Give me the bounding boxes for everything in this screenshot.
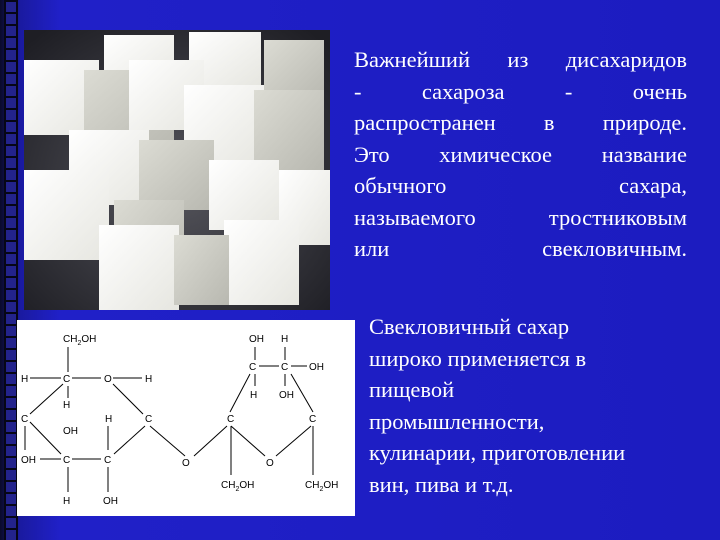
ch2oh-top-label: CH	[63, 334, 77, 345]
atom-label: H	[63, 400, 70, 411]
atom-label: C	[281, 362, 288, 373]
atom-label: OH	[249, 334, 264, 345]
ch2oh-bottom-left-tail: OH	[239, 480, 254, 491]
paragraph1-line: называемого тростниковым	[354, 204, 687, 230]
atom-label: OH	[279, 390, 294, 401]
atom-label: H	[281, 334, 288, 345]
paragraph2-line: широко применяется в	[369, 345, 587, 371]
atom-label: C	[104, 455, 111, 466]
paragraph2-line: промышленности,	[369, 408, 545, 434]
ch2oh-bottom-right-subscript: 2	[319, 486, 323, 493]
paragraph2-line: кулинарии, приготовлении	[369, 440, 626, 465]
paragraph-sugar-usage: Свекловичный сахар широко применяется в …	[369, 311, 709, 500]
ch2oh-bottom-left-subscript: 2	[235, 486, 239, 493]
paragraph2-line: Свекловичный сахар	[369, 314, 570, 339]
paragraph-sucrose-intro: Важнейший из дисахаридов - сахароза - оч…	[354, 44, 687, 265]
paragraph1-line: распространен в природе.	[354, 110, 687, 135]
atom-label: C	[227, 414, 234, 425]
ch2oh-bottom-left-label: CH	[221, 480, 235, 491]
svg-text:CH2OH: CH2OH	[63, 334, 96, 347]
sucrose-structural-formula: CH2OH H C O H H C H C OH OH C C	[17, 320, 355, 516]
atom-label: OH	[21, 455, 36, 466]
atom-label: H	[63, 496, 70, 507]
sugar-cubes-photo	[24, 30, 330, 310]
paragraph2-line: вин, пива и т.д.	[369, 471, 514, 497]
paragraph1-line: - сахароза - очень	[354, 78, 687, 104]
ch2oh-top-subscript: 2	[77, 340, 81, 347]
atom-label: C	[249, 362, 256, 373]
atom-label: H	[105, 414, 112, 425]
svg-text:CH2OH: CH2OH	[305, 480, 338, 493]
decorative-squares-strip	[4, 0, 18, 540]
paragraph1-line: обычного сахара,	[354, 173, 687, 198]
atom-label: C	[63, 455, 70, 466]
sugar-cube-group	[24, 32, 330, 310]
atom-label: OH	[103, 496, 118, 507]
atom-label: C	[63, 374, 70, 385]
ch2oh-bottom-right-label: CH	[305, 480, 319, 491]
atom-label: H	[145, 374, 152, 385]
atom-label: C	[21, 414, 28, 425]
ch2oh-bottom-right-tail: OH	[323, 480, 338, 491]
paragraph1-line: Это химическое название	[354, 141, 687, 167]
atom-label: O	[182, 458, 190, 469]
atom-label: C	[309, 414, 316, 425]
paragraph1-line: Важнейший из дисахаридов	[354, 47, 687, 72]
atom-label: OH	[309, 362, 324, 373]
ch2oh-top-tail: OH	[81, 334, 96, 345]
svg-text:CH2OH: CH2OH	[221, 480, 254, 493]
atom-label: O	[266, 458, 274, 469]
atom-label: H	[250, 390, 257, 401]
atom-label: O	[104, 374, 112, 385]
paragraph2-line: пищевой	[369, 377, 455, 402]
atom-label: C	[145, 414, 152, 425]
paragraph1-line: или свекловичным.	[354, 236, 687, 261]
atom-label: OH	[63, 426, 78, 437]
atom-label: H	[21, 374, 28, 385]
